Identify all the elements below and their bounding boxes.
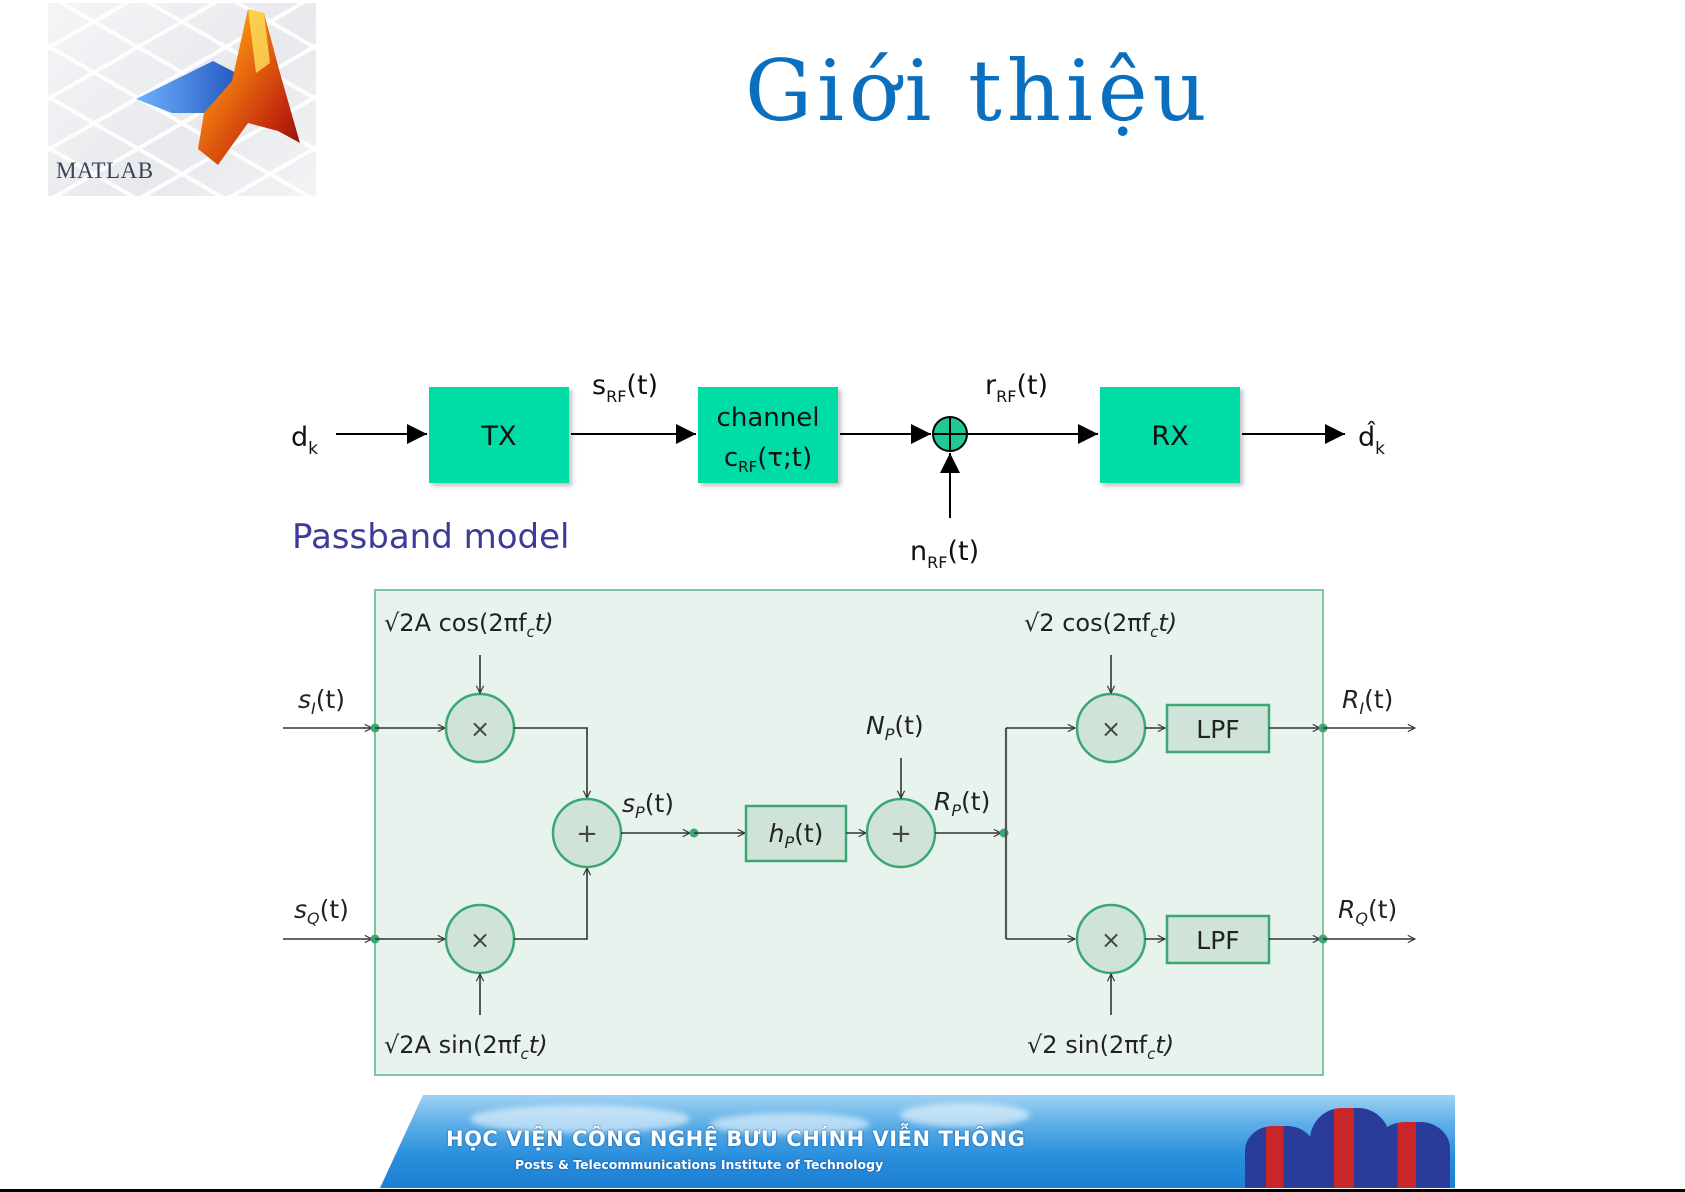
graduates-image: [1205, 1095, 1455, 1188]
lpf-q-label: LPF: [1196, 926, 1239, 955]
noise-adder: +: [865, 797, 937, 869]
banner-vietnamese-name: HỌC VIỆN CÔNG NGHỆ BƯU CHÍNH VIỄN THÔNG: [446, 1127, 1026, 1151]
tx-adder: +: [551, 797, 623, 869]
lpf-i-label: LPF: [1196, 715, 1239, 744]
input-dk-label: dk: [291, 422, 318, 459]
output-dk-hat-label: d̂k: [1358, 421, 1385, 459]
institute-banner: HỌC VIỆN CÔNG NGHỆ BƯU CHÍNH VIỄN THÔNG …: [380, 1095, 1455, 1188]
membrane-icon: [136, 9, 300, 165]
banner-english-name: Posts & Telecommunications Institute of …: [515, 1157, 884, 1172]
iq-model: sI(t) sQ(t) × × √2A cos(2πfct) √2A sin(2…: [283, 589, 1415, 1076]
slide-title: Giới thiệu: [745, 42, 1212, 140]
channel-label: channel: [717, 403, 820, 433]
hp-label: hP(t): [769, 819, 824, 852]
rx-cos-carrier-label: √2 cos(2πfct): [1024, 609, 1177, 641]
channel-response-label: cRF(τ;t): [724, 443, 812, 476]
node-rp: [999, 828, 1009, 838]
rx-block: [1100, 387, 1240, 483]
wire-mixer-q-to-adder: [514, 868, 587, 940]
s-rf-label: sRF(t): [592, 370, 658, 406]
rq-label: RQ(t): [1338, 895, 1397, 928]
np-label: NP(t): [866, 711, 924, 744]
ri-label: RI(t): [1342, 685, 1393, 718]
rx-mixer-q: ×: [1075, 903, 1147, 975]
cloud-decoration: [900, 1103, 1030, 1127]
rx-sin-carrier-label: √2 sin(2πfct): [1027, 1031, 1174, 1063]
rx-label: RX: [1151, 421, 1188, 452]
slide-bottom-border: [0, 1189, 1685, 1192]
multiply-icon: ×: [1101, 715, 1121, 743]
plus-icon: +: [890, 819, 912, 849]
matlab-logo: MATLAB: [48, 3, 316, 196]
graduate-figure: [1375, 1122, 1450, 1188]
cloud-decoration: [470, 1105, 690, 1133]
passband-model-caption: Passband model: [292, 517, 569, 557]
r-rf-label: rRF(t): [985, 370, 1048, 406]
logo-text: MATLAB: [56, 158, 154, 183]
si-label: sI(t): [298, 685, 345, 718]
cloud-decoration: [710, 1113, 870, 1135]
tx-sin-carrier-label: √2A sin(2πfct): [384, 1031, 548, 1063]
tx-block: [429, 387, 569, 483]
sum-node: [932, 416, 968, 452]
n-rf-label: nRF(t): [910, 536, 979, 572]
tx-label: TX: [481, 421, 517, 452]
graduate-figure: [1245, 1126, 1315, 1188]
plus-icon: +: [576, 819, 598, 849]
multiply-icon: ×: [1101, 926, 1121, 954]
hp-block: hP(t): [744, 804, 848, 863]
sq-label: sQ(t): [294, 895, 349, 928]
channel-block: [698, 387, 838, 483]
tx-mixer-q: ×: [444, 903, 516, 975]
multiply-icon: ×: [470, 715, 490, 743]
wire-mixer-i-to-adder: [514, 727, 587, 798]
tx-cos-carrier-label: √2A cos(2πfct): [384, 609, 554, 641]
lpf-i-block: LPF: [1165, 703, 1271, 754]
rx-mixer-i: ×: [1075, 692, 1147, 764]
tx-mixer-i: ×: [444, 692, 516, 764]
rp-label: RP(t): [934, 787, 990, 820]
lpf-q-block: LPF: [1165, 914, 1271, 965]
passband-model: dk TX sRF(t) channel cRF(τ;t) nRF(t) rRF…: [291, 370, 1385, 572]
sp-label: sP(t): [622, 789, 674, 822]
multiply-icon: ×: [470, 926, 490, 954]
